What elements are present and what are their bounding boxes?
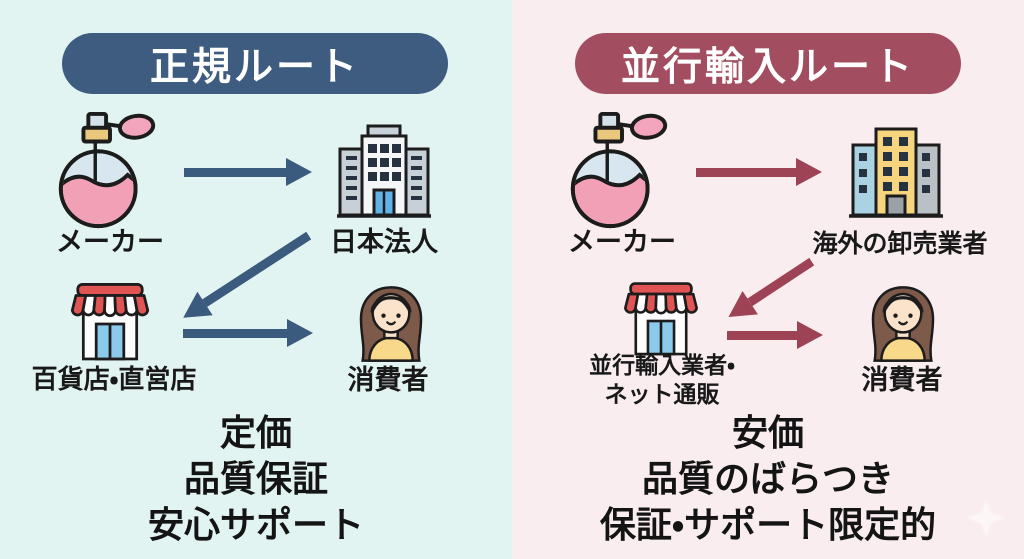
trait-line: 品質のばらつき	[641, 459, 894, 500]
trait-line: 安価	[731, 413, 804, 454]
retailer-label-right-line1: 並行輸入業者・	[589, 353, 735, 379]
office-building-icon	[337, 124, 431, 218]
retailer-label-right-line2: ネット通販	[604, 382, 720, 408]
parallel-route-title: 並行輸入ルート	[620, 44, 915, 90]
importer-label-right: 海外の卸売業者	[812, 229, 988, 258]
parallel-route-traits: 安価 品質のばらつき 保証・サポート限定的	[512, 411, 1024, 549]
importer-label-left: 日本法人	[330, 227, 438, 258]
consumer-person-icon	[359, 286, 423, 362]
trait-line: 品質保証	[183, 459, 328, 500]
retailer-label-left: 百貨店・直営店	[31, 365, 197, 395]
trait-line: 保証・サポート限定的	[599, 505, 937, 546]
overseas-building-icon	[849, 127, 943, 218]
regular-route-traits: 定価 品質保証 安心サポート	[0, 411, 512, 549]
consumer-person-icon	[871, 286, 935, 362]
trait-line: 定価	[219, 413, 292, 454]
retailer-label-right: 並行輸入業者・ ネット通販	[564, 352, 760, 410]
consumer-label-left: 消費者	[347, 365, 429, 396]
perfume-bottle-icon	[570, 112, 668, 229]
trait-line: 安心サポート	[147, 505, 364, 546]
consumer-label-right: 消費者	[861, 365, 943, 396]
perfume-bottle-icon	[58, 112, 156, 229]
storefront-icon	[70, 283, 150, 361]
storefront-icon	[624, 282, 698, 356]
regular-route-title-pill: 正規ルート	[62, 33, 448, 94]
regular-route-title: 正規ルート	[149, 44, 360, 90]
parallel-route-title-pill: 並行輸入ルート	[575, 33, 961, 94]
sparkle-watermark-icon	[967, 499, 1005, 537]
maker-label-right: メーカー	[568, 227, 676, 258]
maker-label-left: メーカー	[56, 227, 164, 258]
